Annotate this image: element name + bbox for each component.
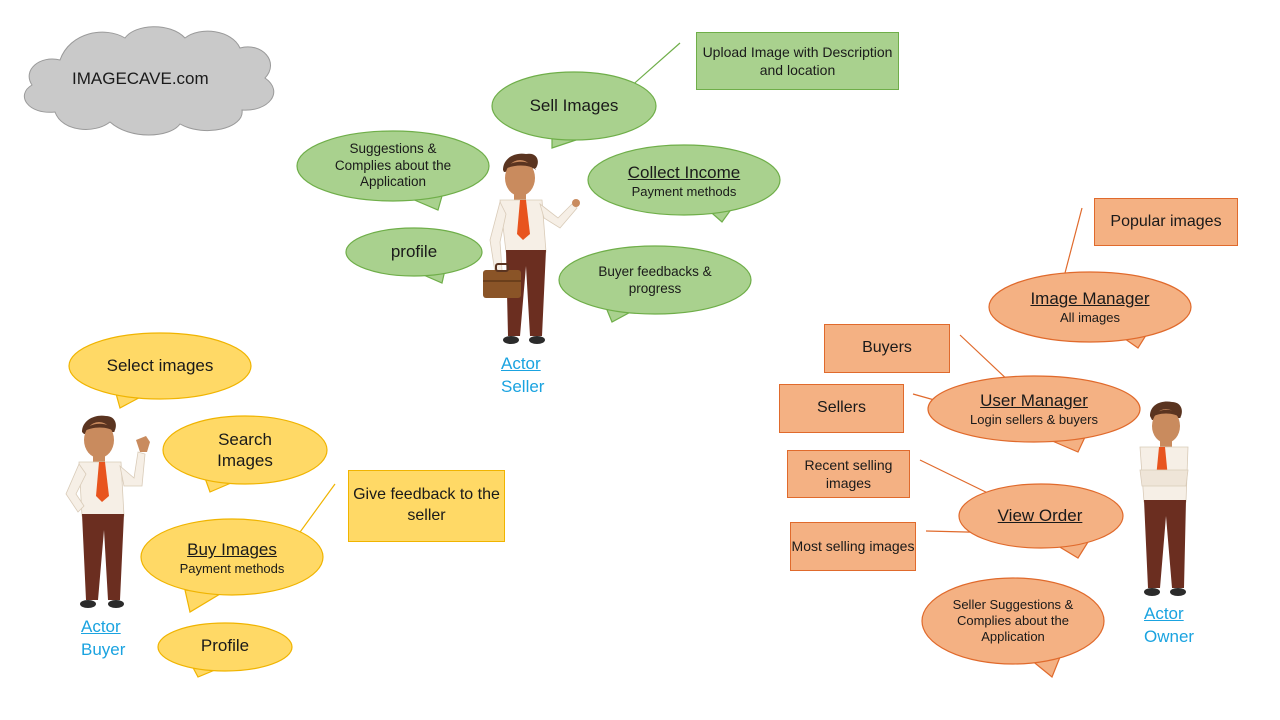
bubble-seller-suggestions-shape [921, 577, 1105, 678]
bubble-select-images: Select images [90, 352, 230, 380]
bubble-view-order: View Order [970, 502, 1110, 530]
box-buyers: Buyers [824, 324, 950, 373]
bubble-profile-buyer-shape [157, 622, 293, 678]
view-order-title: View Order [997, 506, 1083, 526]
box-upload-image: Upload Image with Description and locati… [696, 32, 899, 90]
bubble-collect-income: Collect Income Payment methods [594, 160, 774, 202]
collect-income-sub: Payment methods [631, 183, 737, 199]
suggestions-label: Suggestions & Complies about the Applica… [334, 140, 452, 190]
connector-buyers [959, 334, 1013, 385]
bubble-view-order-shape [958, 483, 1124, 559]
popular-images-label: Popular images [1110, 212, 1222, 230]
sellers-label: Sellers [817, 399, 866, 417]
bubble-sell-images-shape [491, 71, 657, 149]
image-manager-title: Image Manager [1030, 289, 1150, 309]
bubble-image-manager: Image Manager All images [1010, 286, 1170, 328]
bubble-search-images: Search Images [205, 426, 285, 474]
site-name: IMAGECAVE.com [72, 69, 209, 88]
buyer-feedbacks-label: Buyer feedbacks & progress [598, 264, 712, 296]
buyer-figure [65, 415, 150, 608]
box-popular-images: Popular images [1094, 198, 1238, 246]
recent-selling-label: Recent selling images [804, 456, 893, 491]
upload-image-label: Upload Image with Description and locati… [702, 43, 893, 78]
buy-images-title: Buy Images [187, 540, 277, 560]
bubble-profile-seller-shape [345, 227, 483, 284]
seller-figure [483, 153, 580, 344]
connector-popular [1064, 207, 1083, 274]
bubble-buyer-feedbacks: Buyer feedbacks & progress [585, 260, 725, 302]
box-give-feedback: Give feedback to the seller [348, 470, 505, 542]
user-manager-title: User Manager [980, 391, 1088, 411]
bubble-search-images-shape [162, 415, 328, 493]
buy-images-sub: Payment methods [179, 560, 285, 576]
sell-images-label: Sell Images [529, 96, 619, 116]
bubble-profile-buyer: Profile [170, 632, 280, 660]
owner-figure [1139, 401, 1189, 596]
bubble-select-images-shape [68, 332, 252, 409]
bubble-user-manager: User Manager Login sellers & buyers [944, 388, 1124, 430]
image-manager-sub: All images [1060, 309, 1120, 325]
actor-buyer-link[interactable]: Actor [81, 617, 121, 636]
cloud-shape [23, 26, 275, 136]
profile-buyer-label: Profile [200, 636, 250, 656]
bubble-profile-seller: profile [354, 238, 474, 266]
actor-owner-link[interactable]: Actor [1144, 604, 1184, 623]
bubble-image-manager-shape [988, 271, 1192, 349]
box-recent-selling: Recent selling images [787, 450, 910, 498]
bubble-user-manager-shape [927, 375, 1141, 453]
actor-buyer-label: Actor Buyer [81, 615, 125, 661]
actor-seller-link[interactable]: Actor [501, 354, 541, 373]
bubble-buy-images-shape [140, 518, 324, 613]
bubble-sell-images: Sell Images [494, 90, 654, 122]
bubble-seller-suggestions: Seller Suggestions & Complies about the … [948, 593, 1078, 649]
box-most-selling: Most selling images [790, 522, 916, 571]
actor-seller-role: Seller [501, 377, 545, 396]
connector-recent [919, 459, 999, 499]
buyers-label: Buyers [862, 339, 912, 357]
give-feedback-label: Give feedback to the seller [353, 486, 500, 524]
search-images-label: Search Images [217, 429, 273, 470]
actor-seller-label: Actor Seller [501, 352, 544, 398]
seller-suggestions-label: Seller Suggestions & Complies about the … [952, 596, 1074, 645]
actor-buyer-role: Buyer [81, 640, 126, 659]
bubble-suggestions-shape [296, 130, 490, 211]
actor-owner-role: Owner [1144, 627, 1195, 646]
select-images-label: Select images [106, 356, 214, 376]
profile-seller-label: profile [390, 242, 438, 262]
collect-income-title: Collect Income [627, 163, 741, 183]
bubble-buy-images: Buy Images Payment methods [162, 537, 302, 579]
box-sellers: Sellers [779, 384, 904, 433]
most-selling-label: Most selling images [791, 538, 915, 555]
bubble-suggestions: Suggestions & Complies about the Applica… [333, 136, 453, 196]
bubble-collect-income-shape [587, 144, 781, 223]
bubble-buyer-feedbacks-shape [558, 245, 752, 323]
actor-owner-label: Actor Owner [1144, 602, 1194, 648]
user-manager-sub: Login sellers & buyers [970, 411, 1098, 427]
